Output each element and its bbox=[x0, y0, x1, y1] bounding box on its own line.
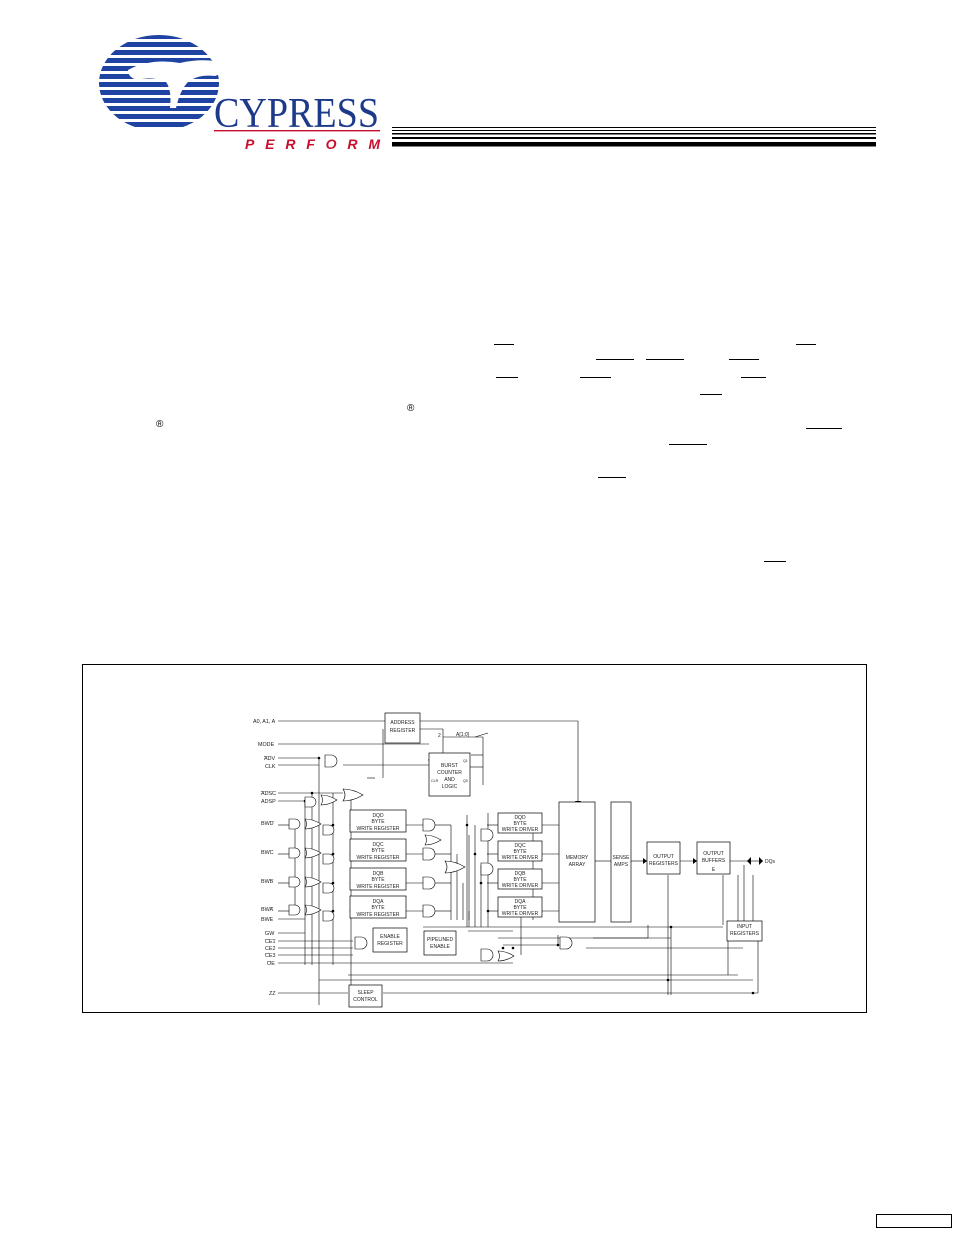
registered-mark: ® bbox=[407, 403, 415, 414]
sleep-control-label: CONTROL bbox=[353, 997, 378, 1003]
output-buffers-label: E bbox=[712, 867, 716, 873]
sense-amps-label: SENSE bbox=[613, 855, 631, 861]
burst-counter-label: COUNTER bbox=[437, 770, 462, 776]
dqa-write-register-label: BYTE bbox=[371, 905, 385, 911]
dqb-write-driver-label: DQB bbox=[515, 871, 527, 877]
overbar bbox=[596, 359, 634, 360]
dqd-write-driver-label: DQD bbox=[514, 815, 526, 821]
dqc-write-driver-label: WRITE DRIVER bbox=[502, 855, 539, 861]
address-register-label: REGISTER bbox=[390, 728, 416, 734]
dqc-write-register-label: WRITE REGISTER bbox=[356, 855, 399, 861]
dqa-write-driver-label: WRITE DRIVER bbox=[502, 911, 539, 917]
input-registers-label: INPUT bbox=[737, 924, 752, 930]
dqa-write-register-label: DQA bbox=[373, 899, 385, 905]
overbar bbox=[598, 477, 626, 478]
overbar bbox=[729, 359, 759, 360]
pipelined-enable-label: ENABLE bbox=[430, 944, 450, 950]
dqa-write-driver-label: DQA bbox=[515, 899, 527, 905]
enable-register-label: ENABLE bbox=[380, 934, 400, 940]
signal-label-oe: OE bbox=[267, 961, 275, 967]
output-registers-label: REGISTERS bbox=[649, 861, 679, 867]
signal-label-addr: A0, A1, A bbox=[253, 719, 276, 725]
dqa-write-driver-label: BYTE bbox=[513, 905, 527, 911]
dqc-write-register-label: BYTE bbox=[371, 848, 385, 854]
signal-label-zz: ZZ bbox=[269, 991, 276, 997]
overbar bbox=[669, 444, 707, 445]
cypress-logo: CYPRESS PERFORM bbox=[99, 35, 380, 152]
overbar bbox=[741, 377, 766, 378]
dqb-write-driver-label: WRITE DRIVER bbox=[502, 883, 539, 889]
dqd-write-driver-label: BYTE bbox=[513, 821, 527, 827]
logic-block-diagram: A0, A1, A MODE ADV CLK ADSC ADSP BWD BWC… bbox=[82, 664, 867, 1013]
signal-label-adsp: ADSP bbox=[261, 799, 276, 805]
dqd-write-register-label: WRITE REGISTER bbox=[356, 826, 399, 832]
output-buffers-label: OUTPUT bbox=[703, 851, 724, 857]
burst-counter-label: BURST bbox=[441, 763, 458, 769]
dqd-write-driver-label: WRITE DRIVER bbox=[502, 827, 539, 833]
dqb-write-register-label: BYTE bbox=[371, 877, 385, 883]
tree-icon bbox=[128, 60, 246, 108]
signal-label-bwa: BWA bbox=[261, 907, 273, 913]
enable-register-label: REGISTER bbox=[377, 941, 403, 947]
burst-a-bus-label: A[1:0] bbox=[456, 732, 470, 738]
signal-label-ce1: CE1 bbox=[265, 939, 276, 945]
dqb-write-driver-label: BYTE bbox=[513, 877, 527, 883]
logo-wordmark: CYPRESS bbox=[214, 91, 379, 137]
signal-label-bwb: BWB bbox=[261, 879, 274, 885]
signal-label-ce2: CE2 bbox=[265, 946, 276, 952]
signal-label-mode: MODE bbox=[258, 742, 275, 748]
input-registers-label: REGISTERS bbox=[730, 931, 760, 937]
overbar bbox=[700, 394, 722, 395]
overbar bbox=[806, 428, 842, 429]
page-reference-box bbox=[876, 1214, 952, 1228]
signal-label-bwe: BWE bbox=[261, 917, 274, 923]
memory-array-label: ARRAY bbox=[569, 862, 587, 868]
burst-counter-label: AND bbox=[444, 777, 455, 783]
overbar bbox=[796, 344, 816, 345]
dqb-write-register-label: DQB bbox=[373, 871, 385, 877]
memory-array-label: MEMORY bbox=[566, 855, 589, 861]
burst-bus-width: 2 bbox=[438, 733, 441, 739]
signal-label-adv: ADV bbox=[264, 756, 275, 762]
signal-label-gw: GW bbox=[265, 931, 275, 937]
dqd-write-register-label: BYTE bbox=[371, 819, 385, 825]
signal-label-bwc: BWC bbox=[261, 850, 274, 856]
overbar bbox=[764, 561, 786, 562]
signal-label-clk: CLK bbox=[265, 764, 276, 770]
globe-stripes bbox=[99, 35, 219, 127]
dq-output-label: DQs bbox=[765, 859, 776, 865]
signal-label-ce3: CE3 bbox=[265, 953, 276, 959]
dqa-write-register-label: WRITE REGISTER bbox=[356, 912, 399, 918]
block-diagram-svg: A0, A1, A MODE ADV CLK ADSC ADSP BWD BWC… bbox=[253, 712, 776, 1008]
sense-amps-label: AMPS bbox=[614, 862, 629, 868]
registered-mark: ® bbox=[156, 419, 164, 430]
sleep-control-label: SLEEP bbox=[357, 990, 374, 996]
dqd-write-register-label: DQD bbox=[372, 813, 384, 819]
burst-pin-clr: CLR bbox=[431, 779, 439, 783]
dqc-write-driver-label: DQC bbox=[514, 843, 526, 849]
output-registers-label: OUTPUT bbox=[653, 854, 674, 860]
overbar bbox=[494, 344, 514, 345]
overbar bbox=[496, 377, 518, 378]
pipelined-enable-label: PIPELINED bbox=[427, 937, 454, 943]
overbar bbox=[580, 377, 611, 378]
burst-pin-q1: Q1 bbox=[463, 759, 468, 763]
dqb-write-register-label: WRITE REGISTER bbox=[356, 884, 399, 890]
header-rule-lines bbox=[392, 127, 876, 147]
logo-tagline: PERFORM bbox=[245, 136, 380, 152]
signal-label-bwd: BWD bbox=[261, 821, 274, 827]
dqc-write-register-label: DQC bbox=[372, 842, 384, 848]
address-register-label: ADDRESS bbox=[390, 720, 415, 726]
output-buffers-label: BUFFERS bbox=[702, 858, 726, 864]
burst-counter-label: LOGIC bbox=[442, 784, 458, 790]
signal-label-adsc: ADSC bbox=[261, 791, 276, 797]
dqc-write-driver-label: BYTE bbox=[513, 849, 527, 855]
logo-underline bbox=[214, 130, 380, 132]
burst-pin-q0: Q0 bbox=[463, 779, 468, 783]
overbar bbox=[646, 359, 684, 360]
